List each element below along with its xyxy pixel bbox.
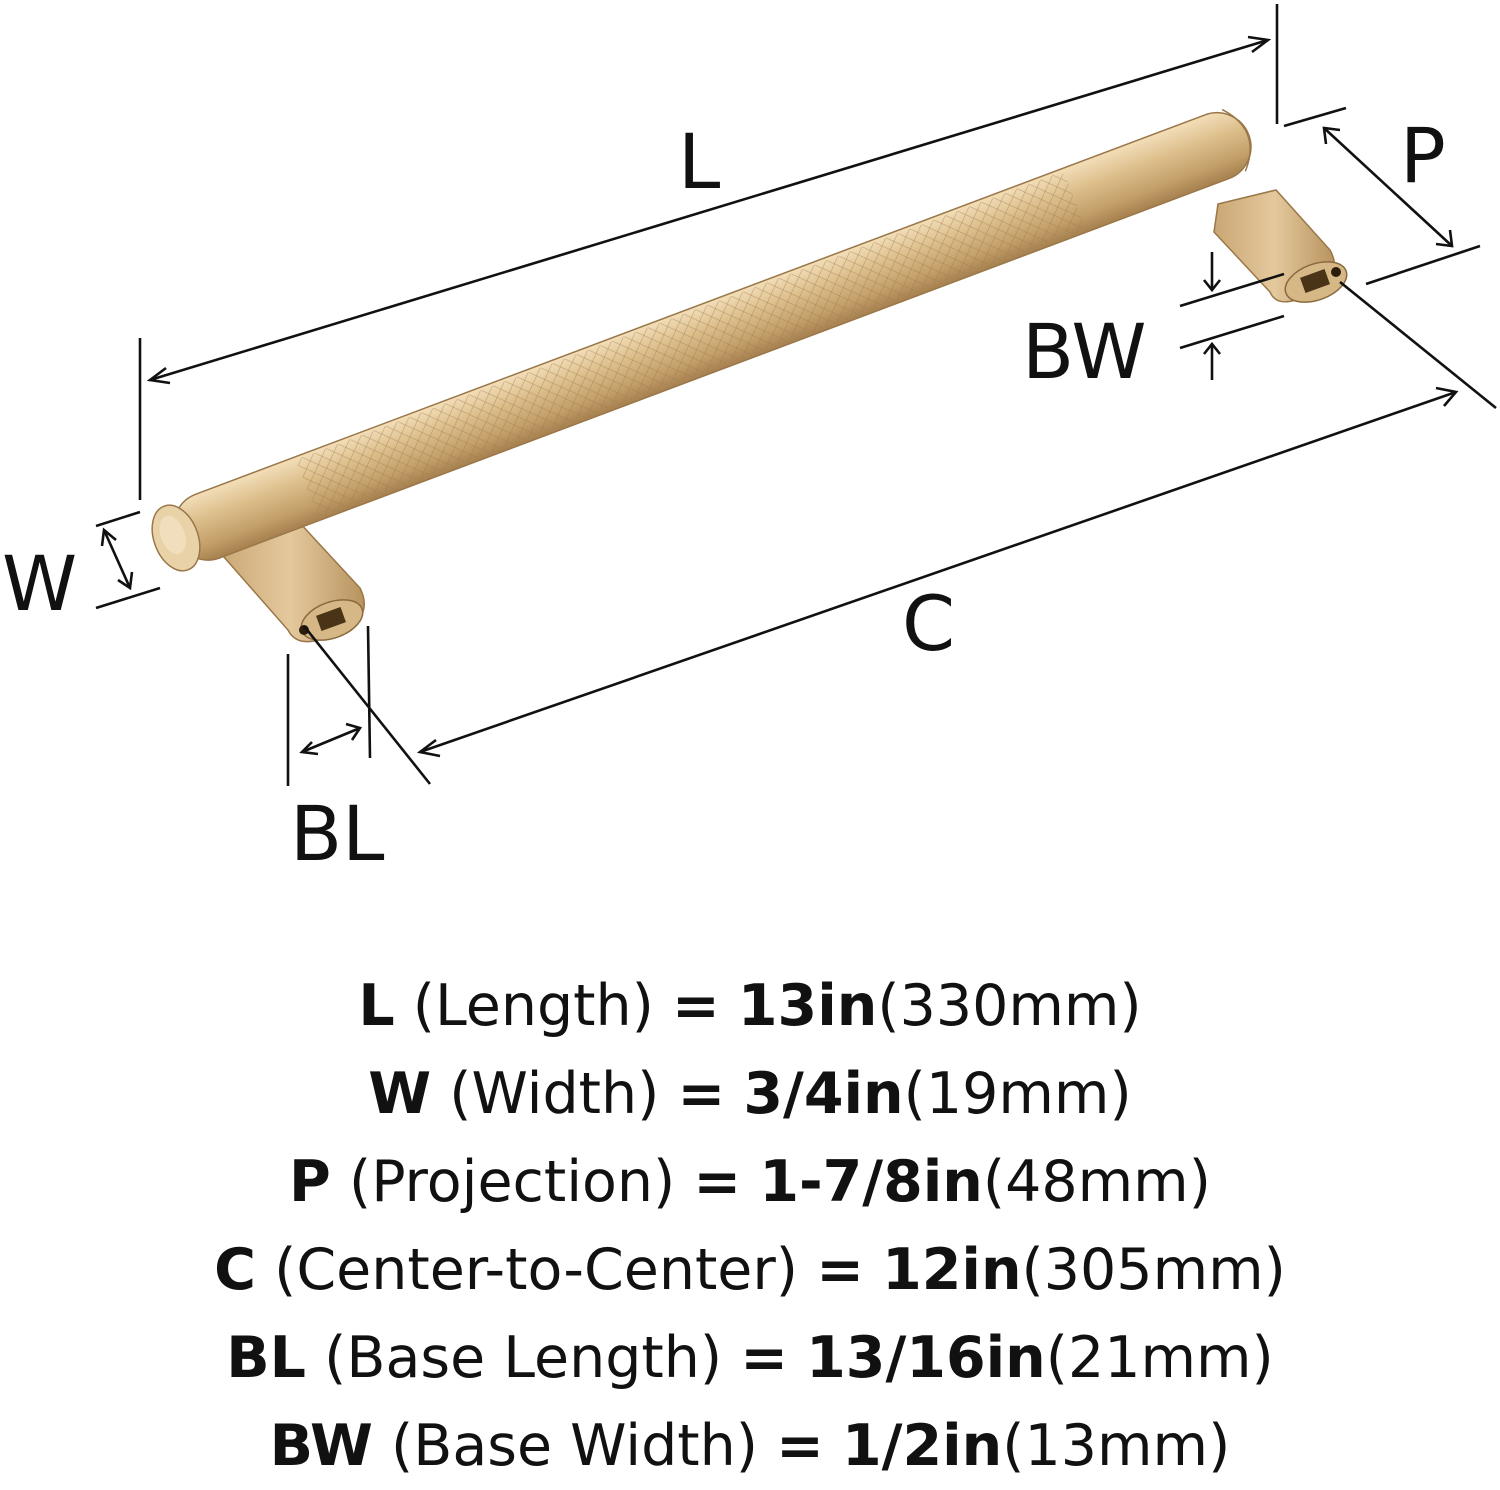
label-base-length: BL [290, 789, 384, 878]
label-width: W [2, 539, 77, 628]
spec-base-width: BW (Base Width) = 1/2in(13mm) [269, 1413, 1231, 1479]
label-projection: P [1400, 111, 1446, 200]
spec-center-to-center: C (Center-to-Center) = 12in(305mm) [214, 1237, 1286, 1303]
label-length: L [678, 117, 720, 206]
spec-base-length: BL (Base Length) = 13/16in(21mm) [226, 1325, 1274, 1391]
specifications-list: L (Length) = 13in(330mm) W (Width) = 3/4… [0, 962, 1500, 1490]
label-center-to-center: C [902, 579, 955, 668]
spec-width: W (Width) = 3/4in(19mm) [368, 1061, 1132, 1127]
right-post [1213, 189, 1348, 303]
spec-length: L (Length) = 13in(330mm) [358, 973, 1142, 1039]
handle-dimension-diagram: L P BW W C BL [2, 4, 1497, 878]
dimension-lines [95, 4, 1497, 786]
handle-bar [151, 108, 1252, 572]
label-base-width: BW [1022, 307, 1147, 396]
spec-projection: P (Projection) = 1-7/8in(48mm) [289, 1149, 1211, 1215]
